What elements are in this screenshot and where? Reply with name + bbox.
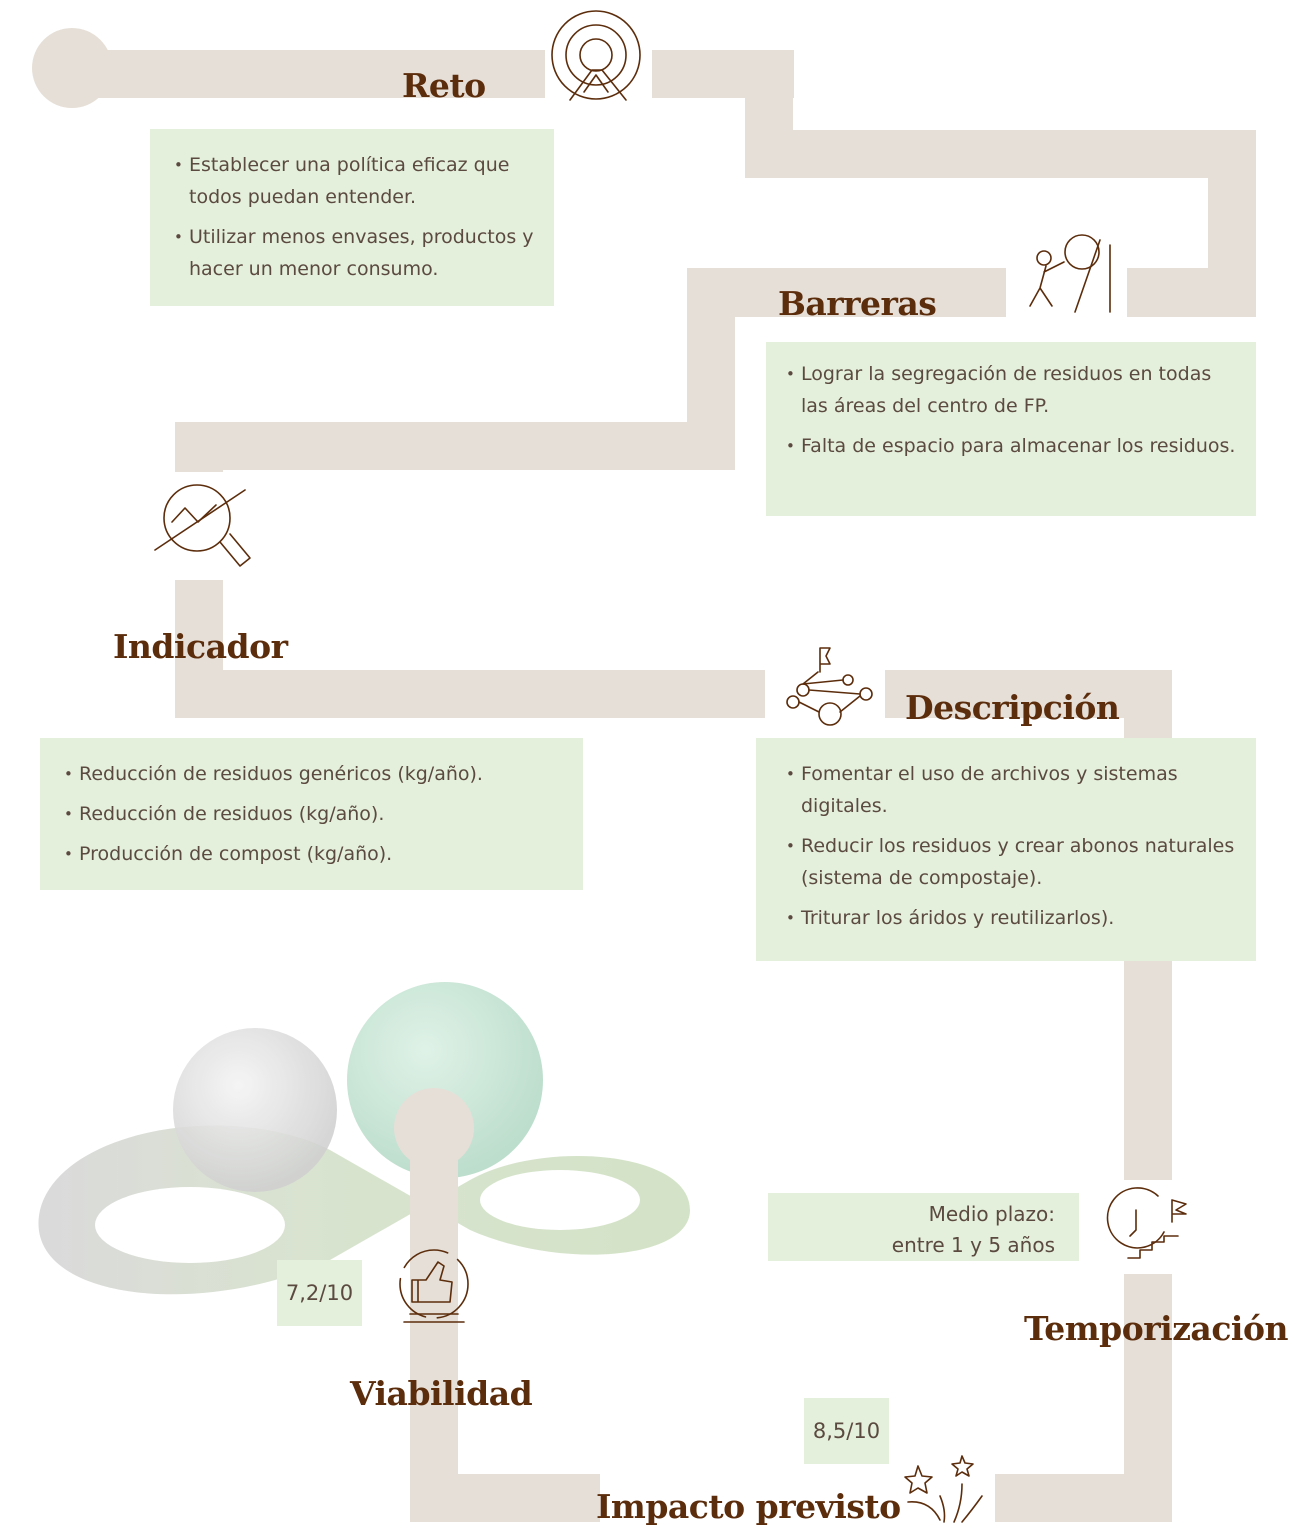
temporizacion-box: Medio plazo: entre 1 y 5 años [768, 1193, 1079, 1261]
indicador-title: Indicador [113, 627, 288, 666]
viabilidad-score: 7,2/10 [277, 1260, 362, 1326]
viabilidad-title: Viabilidad [350, 1374, 533, 1413]
indicador-list: Reducción de residuos genéricos (kg/año)… [64, 758, 563, 870]
list-item: Reducción de residuos (kg/año). [64, 798, 563, 830]
infinity-loop-illustration [38, 982, 691, 1295]
list-item: Producción de compost (kg/año). [64, 838, 563, 870]
list-item: Establecer una política eficaz que todos… [174, 149, 534, 213]
list-item: Reducción de residuos genéricos (kg/año)… [64, 758, 563, 790]
list-item: Lograr la segregación de residuos en tod… [786, 358, 1236, 422]
reto-list: Establecer una política eficaz que todos… [174, 149, 534, 285]
stars-fireworks-icon [904, 1455, 983, 1523]
reto-box: Establecer una política eficaz que todos… [150, 129, 554, 306]
thumbs-up-icon [399, 1249, 469, 1323]
list-item: Falta de espacio para almacenar los resi… [786, 430, 1236, 462]
barreras-title: Barreras [778, 284, 937, 323]
target-hands-icon [551, 10, 641, 101]
list-item: Reducir los residuos y crear abonos natu… [786, 830, 1236, 894]
barreras-box: Lograr la segregación de residuos en tod… [766, 342, 1256, 516]
network-flag-icon [786, 647, 873, 726]
impacto-score: 8,5/10 [804, 1398, 889, 1464]
reto-title: Reto [402, 66, 486, 105]
descripcion-title: Descripción [905, 688, 1120, 727]
impacto-title: Impacto previsto [596, 1487, 901, 1526]
temporizacion-line-2: entre 1 y 5 años [891, 1233, 1055, 1257]
list-item: Utilizar menos envases, productos y hace… [174, 221, 534, 285]
winding-path [32, 28, 1256, 1522]
list-item: Triturar los áridos y reutilizarlos). [786, 902, 1236, 934]
descripcion-list: Fomentar el uso de archivos y sistemas d… [786, 758, 1236, 934]
magnifier-chart-icon [154, 484, 251, 567]
temporizacion-line-1: Medio plazo: [928, 1202, 1055, 1226]
barreras-list: Lograr la segregación de residuos en tod… [786, 358, 1236, 462]
descripcion-box: Fomentar el uso de archivos y sistemas d… [756, 738, 1256, 961]
clock-stairs-flag-icon [1106, 1187, 1187, 1259]
temporizacion-title: Temporización [1024, 1309, 1288, 1348]
person-pushing-boulder-icon [1029, 234, 1111, 313]
indicador-box: Reducción de residuos genéricos (kg/año)… [40, 738, 583, 890]
list-item: Fomentar el uso de archivos y sistemas d… [786, 758, 1236, 822]
